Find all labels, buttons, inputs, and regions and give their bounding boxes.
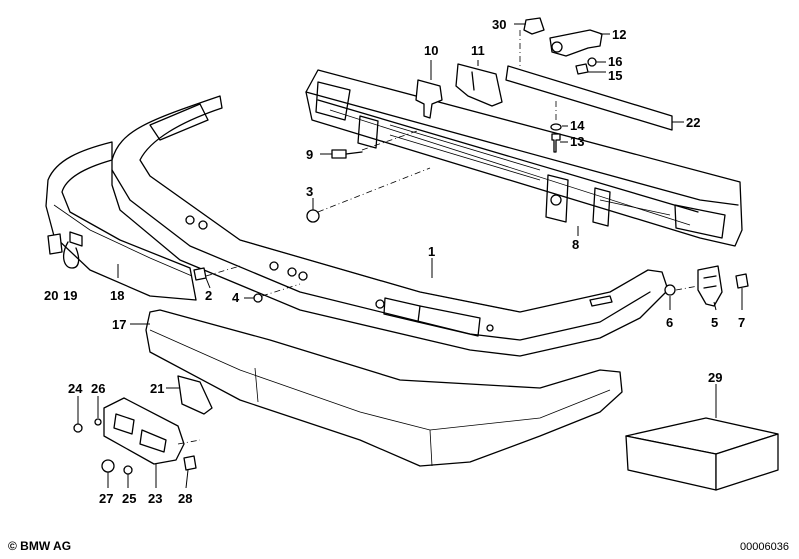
washer-part-16 xyxy=(587,57,597,67)
nut-part-30 xyxy=(523,17,545,35)
bracket-part-11 xyxy=(455,63,503,107)
label-part-30: 30 xyxy=(492,17,506,32)
label-part-20: 20 xyxy=(44,288,58,303)
label-part-8: 8 xyxy=(572,237,579,252)
label-part-12: 12 xyxy=(612,27,626,42)
label-part-16: 16 xyxy=(608,54,622,69)
clip-part-28 xyxy=(183,455,197,471)
bolt-part-15 xyxy=(575,63,589,75)
nozzle-part-12 xyxy=(549,29,603,57)
clip-part-19 xyxy=(62,241,80,269)
package-part-29 xyxy=(625,417,779,491)
label-part-23: 23 xyxy=(148,491,162,506)
label-part-5: 5 xyxy=(711,315,718,330)
label-part-13: 13 xyxy=(570,134,584,149)
lower-cover-part-17 xyxy=(145,309,623,467)
nut-part-4 xyxy=(253,293,263,303)
bolt-part-13 xyxy=(551,133,561,153)
label-part-21: 21 xyxy=(150,381,164,396)
label-part-11: 11 xyxy=(471,43,485,58)
cap-part-27 xyxy=(101,459,115,473)
screw-part-2 xyxy=(193,267,207,281)
assembly-lines xyxy=(177,30,699,445)
label-part-22: 22 xyxy=(686,115,700,130)
bumper-shell-part-1 xyxy=(111,95,669,357)
clip-part-20 xyxy=(47,233,63,255)
screw-part-25 xyxy=(123,465,133,475)
plate-base-part-23 xyxy=(103,397,185,465)
bumper-carrier-part-8 xyxy=(305,69,743,247)
washer-part-3 xyxy=(306,209,320,223)
label-part-17: 17 xyxy=(112,317,126,332)
nut-part-6 xyxy=(664,284,676,296)
washer-part-26 xyxy=(94,418,102,426)
label-part-1: 1 xyxy=(428,244,435,259)
label-part-4: 4 xyxy=(232,290,240,305)
washer-part-14 xyxy=(550,123,562,131)
label-part-27: 27 xyxy=(99,491,113,506)
copyright-text: © BMW AG xyxy=(8,539,72,553)
label-part-6: 6 xyxy=(666,315,673,330)
label-part-18: 18 xyxy=(110,288,124,303)
label-part-3: 3 xyxy=(306,184,313,199)
label-part-28: 28 xyxy=(178,491,192,506)
trim-part-18 xyxy=(45,141,197,301)
bracket-part-10 xyxy=(415,79,443,119)
bracket-part-5 xyxy=(697,265,723,307)
label-part-9: 9 xyxy=(306,147,313,162)
bracket-part-21 xyxy=(177,375,213,415)
strip-part-22 xyxy=(505,65,673,131)
label-part-7: 7 xyxy=(738,315,745,330)
label-part-25: 25 xyxy=(122,491,136,506)
document-number: 00006036 xyxy=(740,541,789,553)
bolt-part-9 xyxy=(331,149,363,159)
label-part-15: 15 xyxy=(608,68,622,83)
label-part-19: 19 xyxy=(63,288,77,303)
part-labels: 30 12 10 11 16 15 22 14 13 9 3 8 1 20 19… xyxy=(44,17,745,506)
label-part-10: 10 xyxy=(424,43,438,58)
label-part-14: 14 xyxy=(570,118,585,133)
clip-part-7 xyxy=(735,273,749,289)
label-part-26: 26 xyxy=(91,381,105,396)
label-part-2: 2 xyxy=(205,288,212,303)
label-part-24: 24 xyxy=(68,381,83,396)
leader-lines xyxy=(77,23,743,489)
label-part-29: 29 xyxy=(708,370,722,385)
screw-part-24 xyxy=(73,423,83,433)
